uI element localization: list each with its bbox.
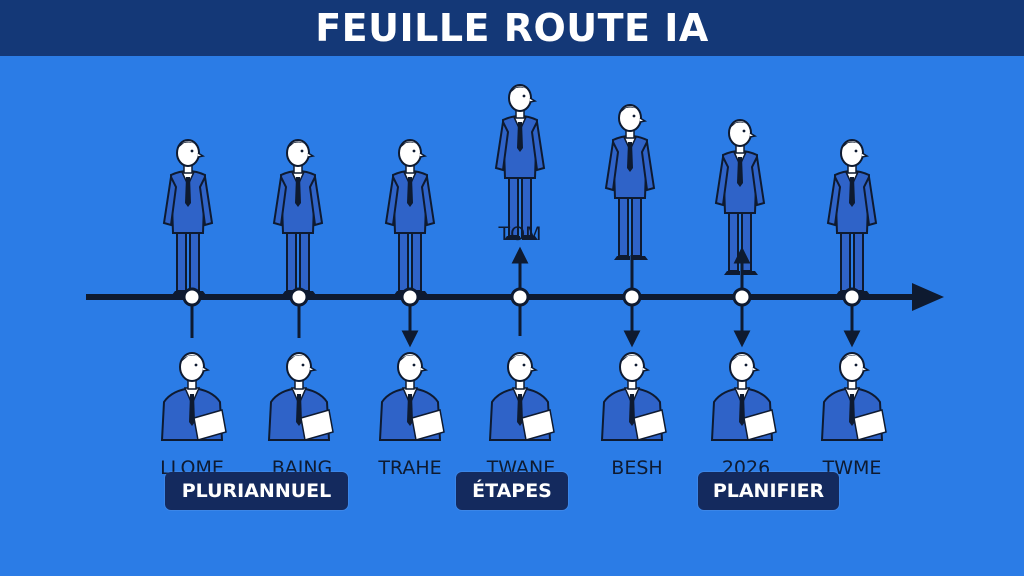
figure-bottom-2 xyxy=(268,352,334,441)
figure-bottom-7 xyxy=(821,352,887,441)
figure-bottom-6 xyxy=(711,352,777,441)
milestone-node-7 xyxy=(842,287,862,307)
figure-top-1 xyxy=(163,139,213,296)
milestone-node-2 xyxy=(289,287,309,307)
milestone-node-4 xyxy=(510,287,530,307)
label-bottom-3: TRAHE xyxy=(377,457,441,479)
figure-bottom-1 xyxy=(161,352,227,441)
label-top-tom: TOM xyxy=(498,223,542,245)
page-title: FEUILLE ROUTE IA xyxy=(315,6,709,50)
milestone-node-3 xyxy=(400,287,420,307)
figure-bottom-4 xyxy=(489,352,555,441)
tag-pluriannuel: PLURIANNUEL xyxy=(165,472,348,510)
figure-bottom-3 xyxy=(379,352,445,441)
figure-top-5 xyxy=(605,104,655,261)
milestone-node-5 xyxy=(622,287,642,307)
figure-top-3 xyxy=(385,139,435,296)
figure-bottom-5 xyxy=(601,352,667,441)
title-bar: FEUILLE ROUTE IA xyxy=(0,0,1024,56)
milestone-node-6 xyxy=(732,287,752,307)
milestone-node-1 xyxy=(182,287,202,307)
figure-top-2 xyxy=(273,139,323,296)
timeline-arrowhead xyxy=(912,283,944,311)
label-bottom-5: BESH xyxy=(611,457,662,479)
tag-etapes: ÉTAPES xyxy=(456,472,568,510)
figure-top-4 xyxy=(495,84,545,241)
tag-planifier: PLANIFIER xyxy=(698,472,839,510)
figure-top-7 xyxy=(827,139,877,296)
